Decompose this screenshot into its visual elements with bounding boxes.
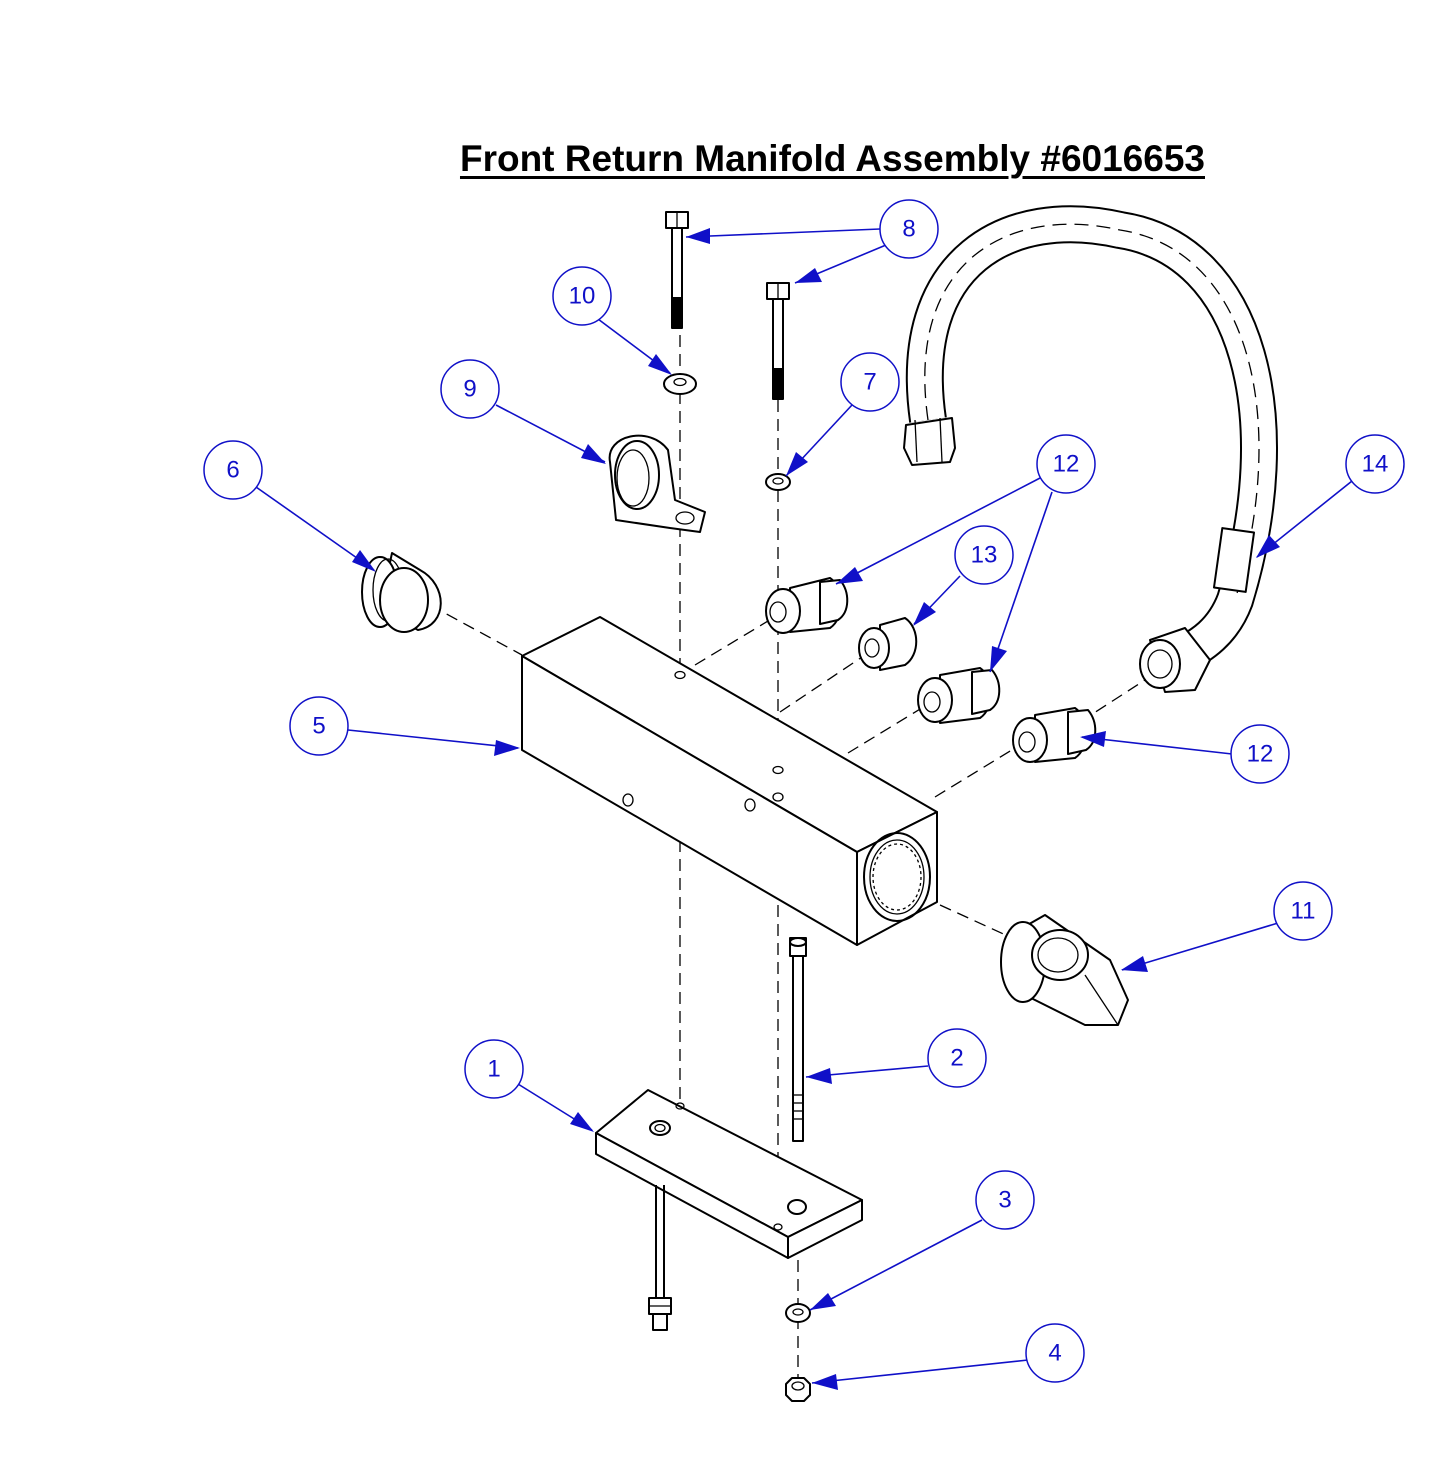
callout-11-label: 11 [1291,898,1316,925]
callout-12-upper: 12 [1036,434,1096,494]
callout-14: 14 [1345,434,1405,494]
callout-1: 1 [464,1039,524,1099]
callout-1-label: 1 [487,1056,500,1083]
plug [361,552,442,633]
leader-lines [255,228,1353,1390]
callout-2: 2 [927,1028,987,1088]
callout-9: 9 [440,359,500,419]
callout-5: 5 [289,696,349,756]
adapter [858,617,918,671]
bottom-washer [785,1303,811,1323]
callout-4: 4 [1025,1323,1085,1383]
callout-9-label: 9 [463,376,476,403]
fitting-right [1012,707,1097,763]
page-title: Front Return Manifold Assembly #6016653 [459,138,1205,179]
callout-3: 3 [975,1170,1035,1230]
callout-8-label: 8 [902,216,915,243]
callout-14-label: 14 [1362,451,1389,478]
mounting-plate [595,1089,863,1331]
hex-bolts [665,211,790,400]
callout-7-label: 7 [863,369,876,396]
callout-2-label: 2 [950,1045,963,1072]
callout-10-label: 10 [569,283,596,310]
callout-10: 10 [552,266,612,326]
manifold-block [521,616,938,946]
fitting-middle [917,667,1001,724]
callout-13-label: 13 [971,542,998,569]
callout-11: 11 [1273,881,1333,941]
callout-8: 8 [879,199,939,259]
callout-12-right: 12 [1230,724,1290,784]
top-washer [663,373,697,395]
callout-6: 6 [203,440,263,500]
long-bolt [789,937,807,1142]
callout-5-label: 5 [312,713,325,740]
callout-7: 7 [840,352,900,412]
callout-12-right-label: 12 [1247,741,1274,768]
callout-6-label: 6 [226,457,239,484]
callout-3-label: 3 [998,1187,1011,1214]
small-washer [765,473,791,491]
hose [903,205,1278,693]
p-clamp [608,434,706,533]
callout-12-upper-label: 12 [1053,451,1080,478]
nut [785,1377,811,1402]
elbow-fitting [1000,914,1129,1026]
callout-4-label: 4 [1048,1340,1061,1367]
callout-13: 13 [954,525,1014,585]
